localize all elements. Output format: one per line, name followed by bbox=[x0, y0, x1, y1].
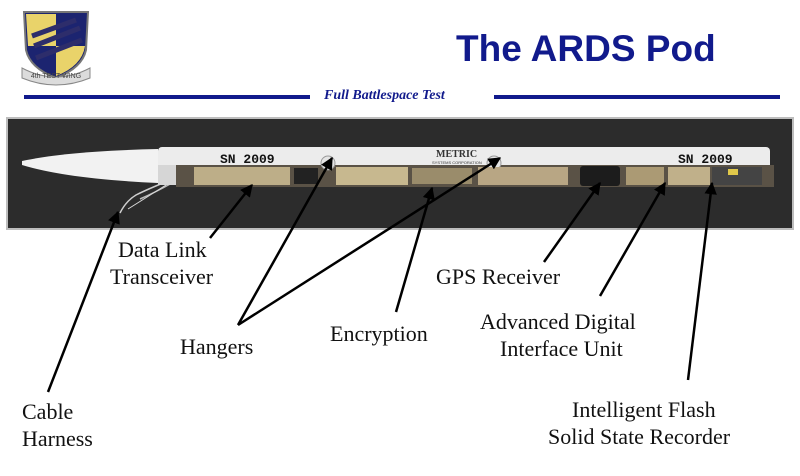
page-title: The ARDS Pod bbox=[456, 28, 716, 69]
label-encryption-text: Encryption bbox=[330, 321, 428, 346]
label-recorder-line1: Intelligent Flash bbox=[572, 397, 716, 422]
arrow-recorder bbox=[686, 181, 717, 381]
maker-logo: METRIC bbox=[436, 149, 477, 160]
arrow-cable-harness bbox=[46, 210, 120, 393]
arrow-gps bbox=[542, 181, 602, 263]
label-recorder: Intelligent Flash Solid State Recorder bbox=[548, 396, 730, 450]
serial-right: SN 2009 bbox=[678, 152, 733, 167]
adiu-box bbox=[668, 167, 710, 185]
label-data-link: Data Link Transceiver bbox=[110, 236, 213, 290]
arrow-hangers-front bbox=[236, 156, 334, 326]
arrow-adiu bbox=[598, 181, 667, 297]
label-adiu-line1: Advanced Digital bbox=[480, 309, 636, 334]
label-hangers: Hangers bbox=[180, 333, 253, 360]
label-adiu: Advanced Digital Interface Unit bbox=[480, 308, 636, 362]
label-data-link-line1: Data Link bbox=[118, 237, 207, 262]
pod-nose-cone bbox=[22, 149, 158, 183]
label-gps-text: GPS Receiver bbox=[436, 264, 561, 289]
serial-left: SN 2009 bbox=[220, 152, 275, 167]
title-rule-left bbox=[24, 95, 310, 99]
recorder-box bbox=[712, 167, 762, 185]
wing-shield-logo: 4th TEST WING bbox=[21, 11, 91, 86]
label-encryption: Encryption bbox=[330, 320, 428, 347]
arrow-encryption bbox=[394, 186, 435, 313]
encryption-box bbox=[336, 167, 408, 185]
label-recorder-line2: Solid State Recorder bbox=[548, 424, 731, 449]
pod-illustration: SN 2009 SN 2009 METRIC SYSTEMS CORPORATI… bbox=[22, 147, 774, 214]
logo-banner-text: 4th TEST WING bbox=[31, 73, 81, 80]
label-cable-harness: Cable Harness bbox=[22, 398, 93, 452]
arrow-hangers-rear bbox=[237, 156, 502, 327]
data-link-box bbox=[194, 167, 290, 185]
arrow-data-link bbox=[209, 184, 253, 239]
gps-receiver-box bbox=[580, 166, 620, 186]
label-data-link-line2: Transceiver bbox=[110, 264, 214, 289]
label-adiu-line2: Interface Unit bbox=[500, 336, 623, 361]
label-cable-line1: Cable bbox=[22, 399, 74, 424]
label-hangers-text: Hangers bbox=[180, 334, 254, 359]
label-cable-line2: Harness bbox=[22, 426, 93, 451]
maker-subtext: SYSTEMS CORPORATION bbox=[432, 160, 482, 165]
pod-photo: SN 2009 SN 2009 METRIC SYSTEMS CORPORATI… bbox=[6, 117, 794, 230]
title-rule-right bbox=[494, 95, 780, 99]
page-subtitle: Full Battlespace Test bbox=[324, 88, 445, 103]
label-gps: GPS Receiver bbox=[436, 263, 560, 290]
